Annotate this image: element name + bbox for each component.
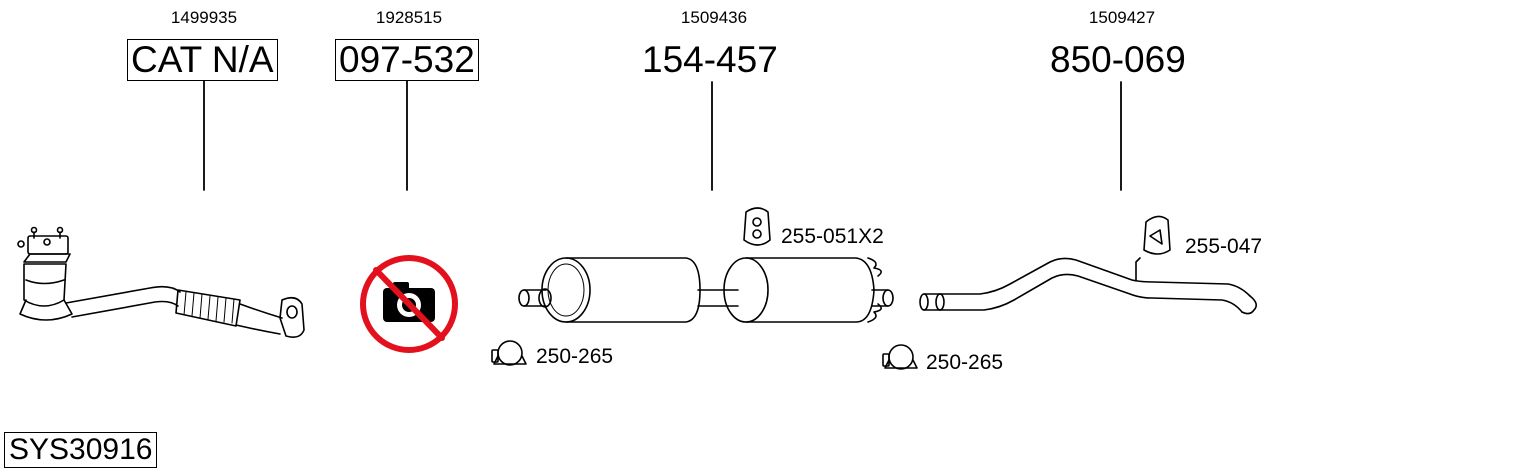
accessory-label[interactable]: 255-047 bbox=[1185, 235, 1263, 258]
rubber-hanger-icon-1 bbox=[743, 207, 771, 246]
accessory-label[interactable]: 255-051X2 bbox=[781, 225, 884, 248]
accessory-label[interactable]: 250-265 bbox=[926, 351, 1004, 374]
accessory-label[interactable]: 250-265 bbox=[536, 345, 614, 368]
leader-lines bbox=[203, 79, 1122, 191]
part-number[interactable]: 850-069 bbox=[1050, 39, 1186, 80]
part-number[interactable]: CAT N/A bbox=[127, 39, 278, 81]
flex-pipe bbox=[175, 289, 241, 327]
ref-number: 1928515 bbox=[375, 8, 443, 27]
catalytic-converter-pipe-icon bbox=[17, 226, 305, 338]
ref-number: 1499935 bbox=[170, 8, 238, 27]
ref-number: 1509427 bbox=[1088, 8, 1156, 27]
part-number[interactable]: 154-457 bbox=[642, 39, 778, 80]
clamp-icon-1 bbox=[491, 340, 527, 366]
tail-pipe-icon bbox=[919, 257, 1258, 315]
system-code: SYS30916 bbox=[4, 432, 158, 468]
ref-number: 1509436 bbox=[680, 8, 748, 27]
no-photo-icon bbox=[360, 255, 458, 353]
clamp-icon-2 bbox=[882, 344, 918, 370]
center-silencer-icon bbox=[518, 257, 894, 323]
rubber-hanger-icon-2 bbox=[1143, 215, 1171, 255]
part-number[interactable]: 097-532 bbox=[335, 39, 479, 81]
